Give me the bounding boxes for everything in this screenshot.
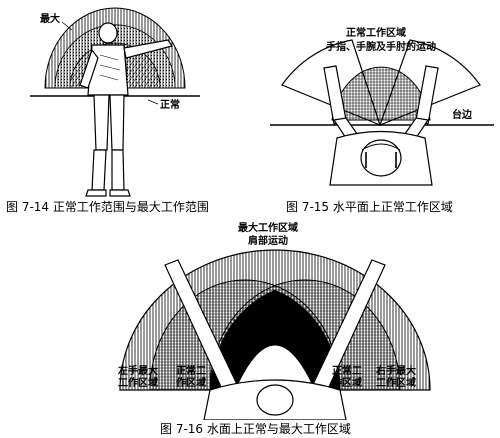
label-max-work-area: 最大工作区域 <box>238 223 298 235</box>
caption-figure-7-16: 图 7-16 水面上正常与最大工作区域 <box>160 420 351 437</box>
figure-7-16: 最大工作区域 肩部运动 左手最大 工作区域 正常工 作区域 正常工 作区域 右手… <box>110 220 440 420</box>
label-right-normal-line1: 正常工 <box>332 366 362 378</box>
label-left-normal: 正常工 作区域 <box>176 366 206 390</box>
label-right-normal: 正常工 作区域 <box>332 366 362 390</box>
label-left-max-line2: 工作区域 <box>118 378 158 390</box>
label-shoulder-motion: 肩部运动 <box>248 236 288 248</box>
label-left-normal-line1: 正常工 <box>176 366 206 378</box>
figure-7-15: 正常工作区域 手指、手腕及手肘的运动 台边 <box>262 0 500 215</box>
label-right-normal-line2: 作区域 <box>332 378 362 390</box>
label-right-max-line2: 工作区域 <box>376 378 416 390</box>
label-normal: 正常 <box>160 100 180 112</box>
label-finger-wrist-elbow-motion: 手指、手腕及手肘的运动 <box>326 42 436 54</box>
figure-7-16-illustration <box>110 220 440 420</box>
label-table-edge: 台边 <box>452 110 472 122</box>
figure-7-14-illustration <box>0 0 240 215</box>
label-left-normal-line2: 作区域 <box>176 378 206 390</box>
label-right-max-line1: 右手最大 <box>376 366 416 378</box>
label-right-max: 右手最大 工作区域 <box>376 366 416 390</box>
caption-figure-7-15: 图 7-15 水平面上正常工作区域 <box>286 198 453 215</box>
label-left-max: 左手最大 工作区域 <box>118 366 158 390</box>
caption-figure-7-14: 图 7-14 正常工作范围与最大工作范围 <box>6 198 209 215</box>
label-normal-work-area: 正常工作区域 <box>346 28 406 40</box>
label-max: 最大 <box>40 14 60 26</box>
person-figure <box>80 23 172 196</box>
figure-7-14: 最大 正常 <box>0 0 240 215</box>
label-left-max-line1: 左手最大 <box>118 366 158 378</box>
